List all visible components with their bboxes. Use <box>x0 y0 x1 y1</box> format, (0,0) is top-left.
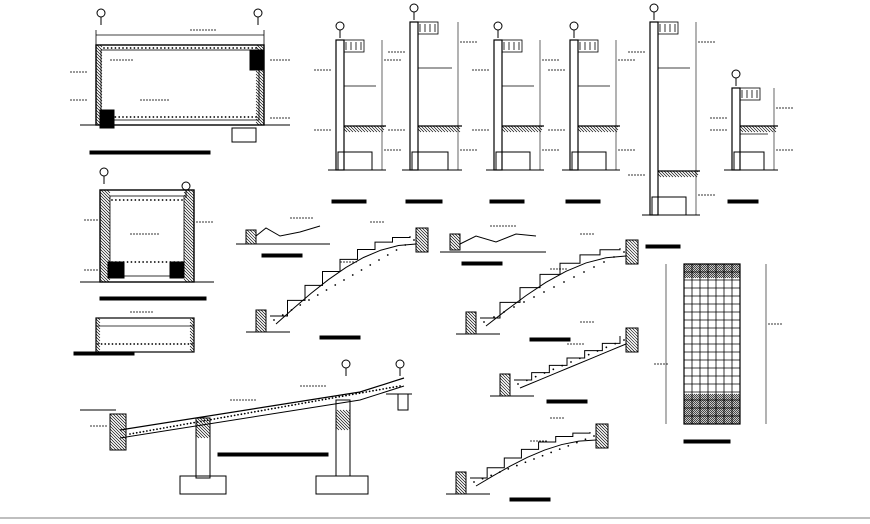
stair-section-4 <box>446 417 609 502</box>
ramp-beam-section <box>0 359 870 519</box>
stair-section-3 <box>490 321 639 404</box>
stair-section-2-top <box>440 225 546 266</box>
wall-section-2 <box>388 3 477 204</box>
wall-section-6 <box>710 69 793 204</box>
wall-section-5 <box>628 3 715 249</box>
stair-section-2 <box>456 233 639 342</box>
reinforcement-grid <box>654 263 782 444</box>
tank-section-1 <box>70 8 290 155</box>
wall-section-1 <box>314 21 401 204</box>
stair-section-1 <box>246 221 429 340</box>
tank-section-2 <box>80 167 214 301</box>
stair-section-1-top <box>236 217 330 258</box>
tank-plan-strip <box>73 311 195 356</box>
wall-section-4 <box>548 21 635 204</box>
wall-section-3 <box>472 21 559 204</box>
